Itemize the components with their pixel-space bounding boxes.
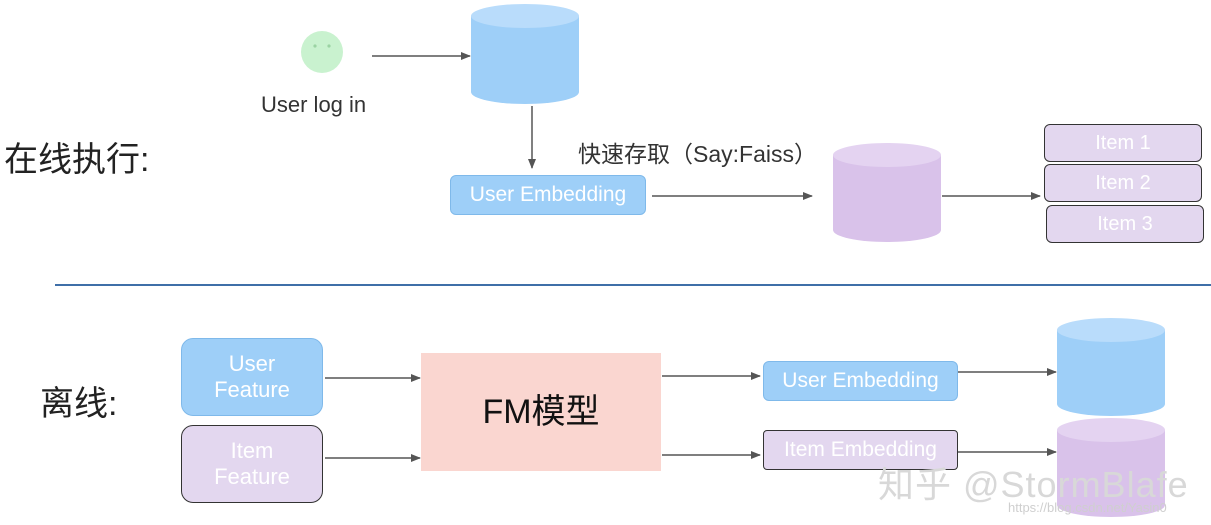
offline-item-database-icon (1057, 418, 1165, 517)
user-database-icon (471, 4, 579, 104)
item-3-box: Item 3 (1046, 205, 1204, 243)
online-section-label: 在线执行: (4, 141, 150, 179)
offline-user-database-icon (1057, 318, 1165, 416)
user-login-label: User log in (261, 92, 367, 117)
csdn-url-watermark: https://blog.csdn.net/Yasin0 (1008, 500, 1167, 515)
item-feature-box: Item Feature (181, 425, 323, 503)
offline-section-label: 离线: (40, 385, 118, 423)
item-1-box: Item 1 (1044, 124, 1202, 162)
user-feature-box: User Feature (181, 338, 323, 416)
faiss-database-icon (833, 143, 941, 242)
fm-model-box: FM模型 (421, 353, 661, 471)
item-2-box: Item 2 (1044, 164, 1202, 202)
user-avatar-icon (301, 31, 343, 73)
fast-access-label: 快速存取（Say:Faiss） (578, 141, 817, 167)
online-user-embedding-box: User Embedding (450, 175, 646, 215)
offline-user-embedding-box: User Embedding (763, 361, 958, 401)
offline-item-embedding-box: Item Embedding (763, 430, 958, 470)
zhihu-watermark: 知乎 @StormBlafe (878, 464, 1189, 505)
